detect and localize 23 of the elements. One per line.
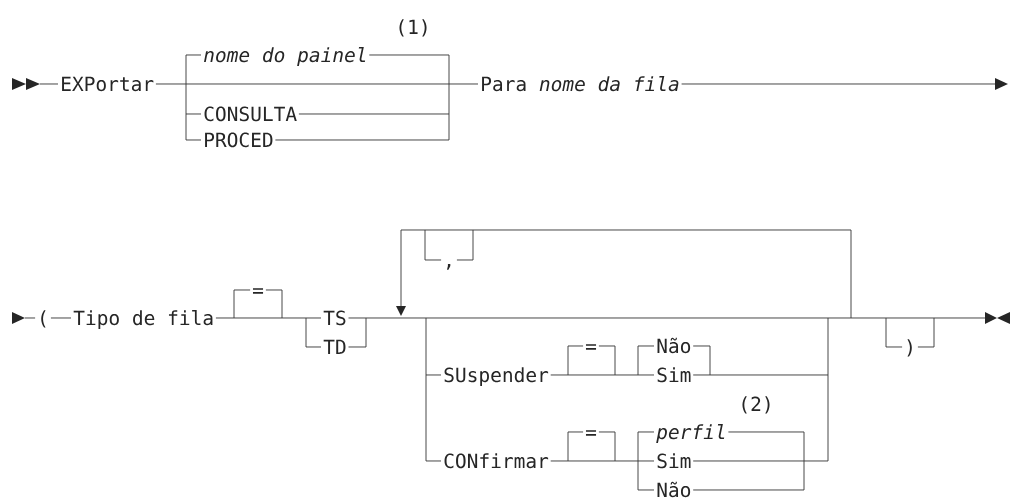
keyword: Não bbox=[657, 337, 691, 354]
footnote-number: (1) bbox=[399, 19, 427, 37]
keyword: Para nome da fila bbox=[482, 76, 679, 92]
keyword: TS bbox=[323, 310, 346, 326]
keyword: PROCED bbox=[205, 132, 273, 148]
equals-symbol: = bbox=[586, 344, 597, 350]
keyword: Sim bbox=[657, 367, 691, 383]
parenthesis-symbol: ) bbox=[907, 339, 912, 357]
keyword: Sim bbox=[657, 453, 691, 469]
keyword: EXPortar bbox=[62, 76, 154, 92]
keyword: Tipo de fila bbox=[73, 310, 213, 330]
parenthesis-symbol: ( bbox=[41, 310, 46, 328]
keyword: CONfirmar bbox=[444, 453, 549, 469]
equals-symbol: = bbox=[586, 430, 597, 436]
footnote-number: (2) bbox=[742, 396, 770, 414]
keyword: SUspender bbox=[444, 367, 549, 387]
keyword: Não bbox=[657, 481, 691, 498]
variable-name: perfil bbox=[656, 424, 725, 444]
variable-name: nome do painel bbox=[204, 47, 366, 67]
keyword: TD bbox=[323, 339, 346, 354]
separator-symbol: , bbox=[447, 264, 451, 270]
equals-symbol: = bbox=[253, 288, 264, 294]
keyword: CONSULTA bbox=[204, 106, 297, 122]
